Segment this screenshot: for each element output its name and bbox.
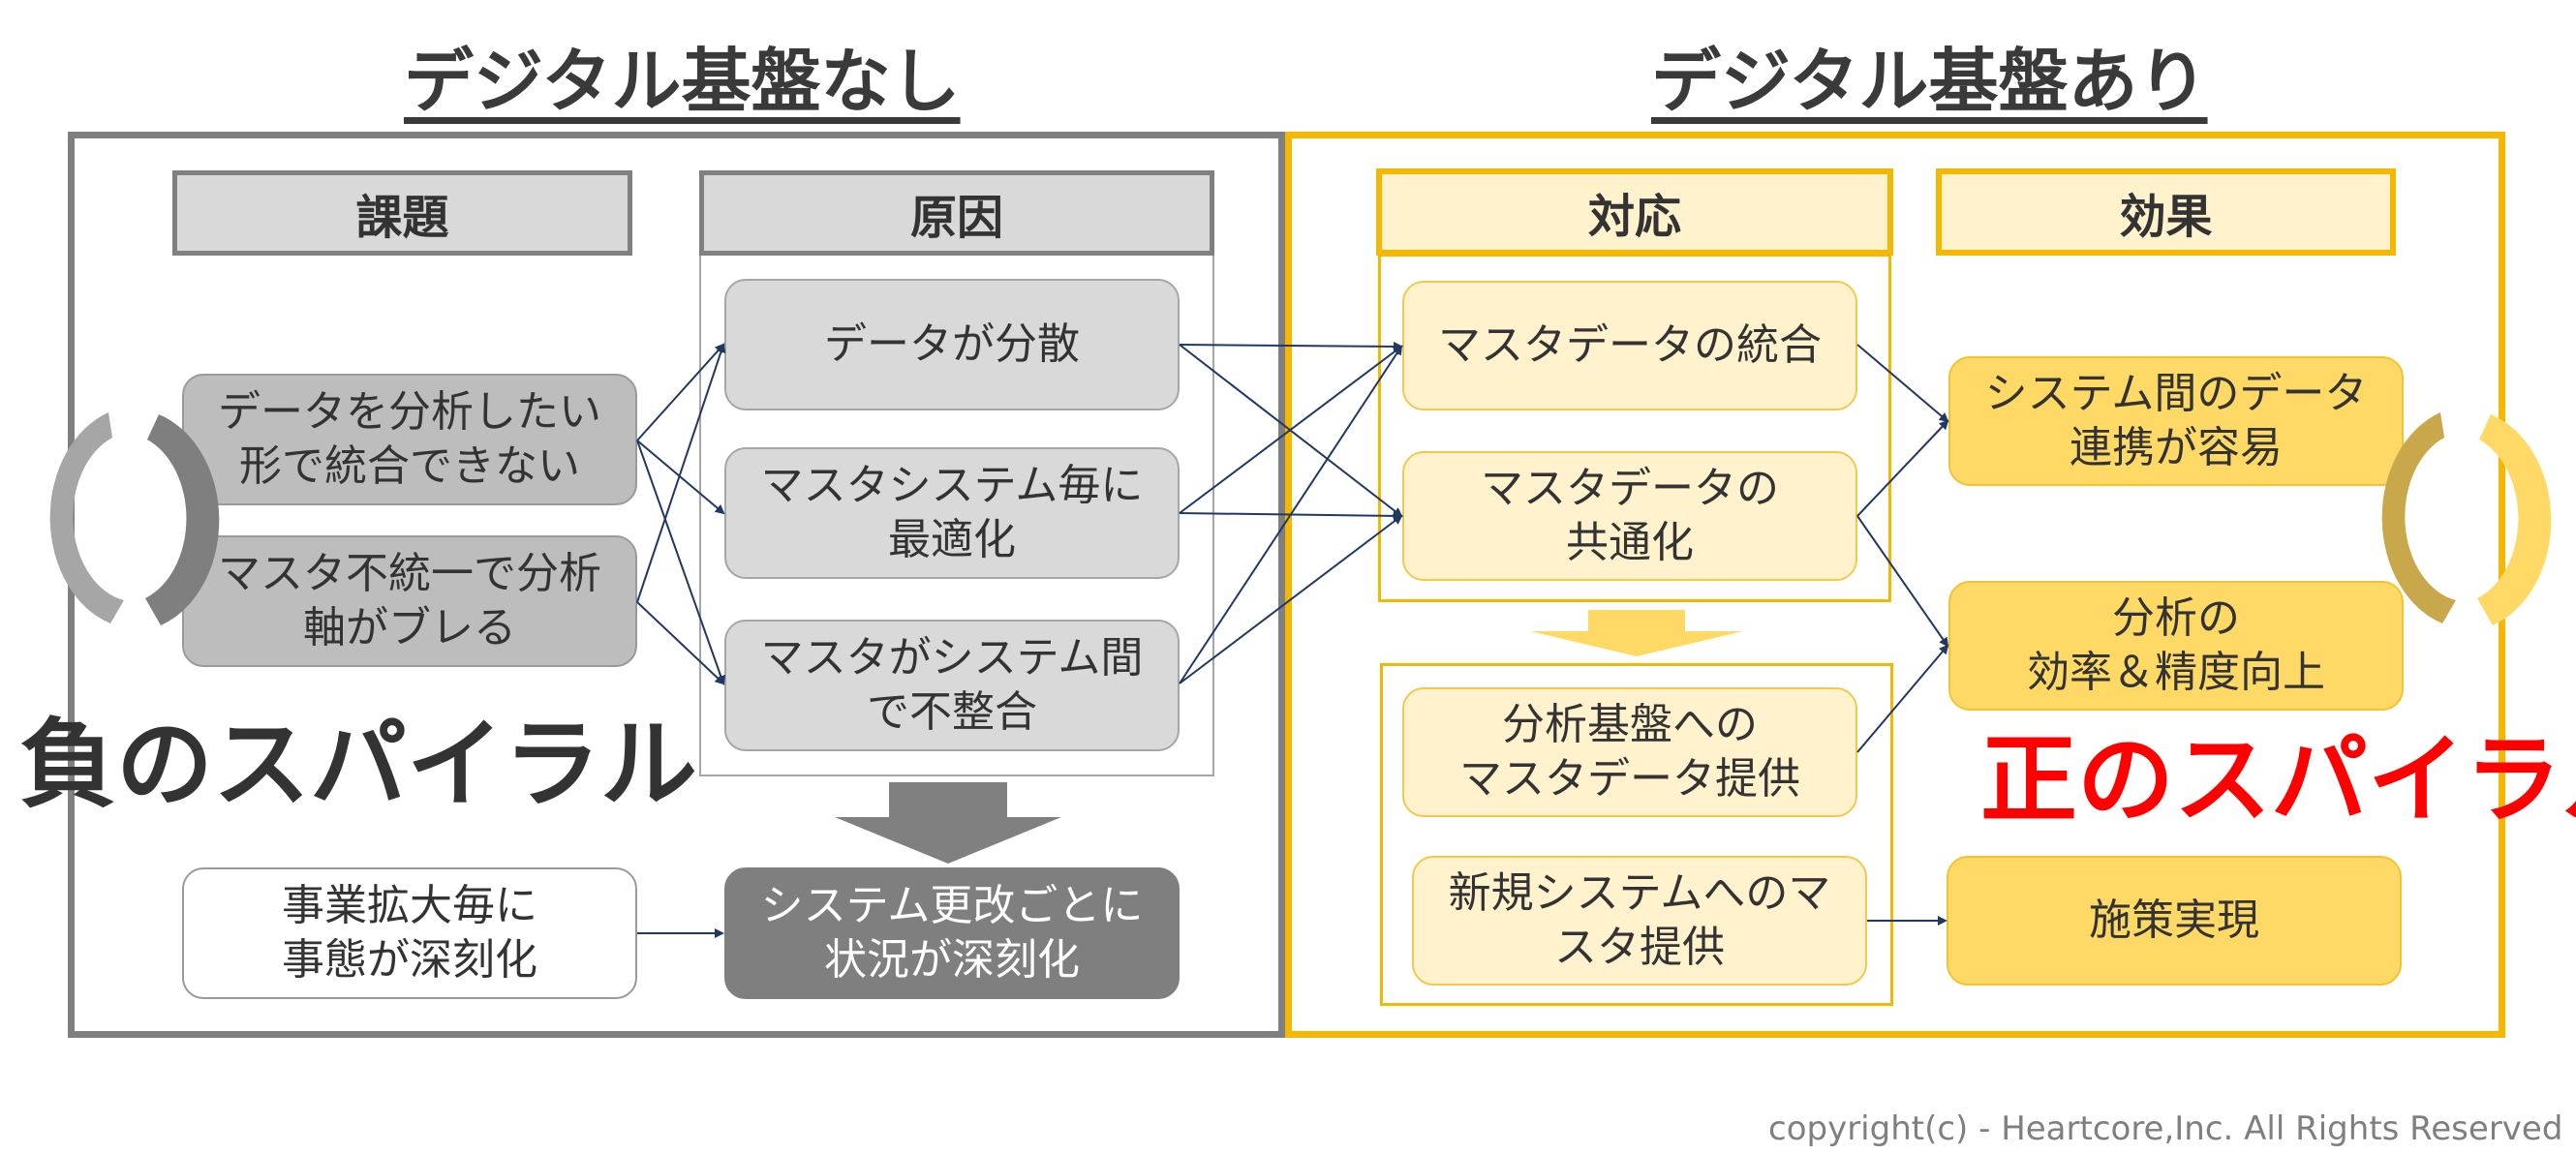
- connector-line: [636, 440, 725, 515]
- action-box-3: 分析基盤へのマスタデータ提供: [1402, 687, 1857, 817]
- issue-box-1: データを分析したい形で統合できない: [182, 374, 637, 505]
- cause-to-action-lines: [1179, 341, 1403, 684]
- negative-spiral-label: 負のスパイラル: [19, 708, 697, 821]
- connector-line: [1856, 419, 1949, 517]
- cycle-arrows-icon: [49, 412, 220, 625]
- connector-line: [1179, 345, 1403, 514]
- header-actions: 対応: [1376, 168, 1893, 256]
- issue-box-2: マスタ不統一で分析軸がブレる: [182, 535, 637, 667]
- action-to-effect-lines: [1856, 344, 1949, 926]
- connector-line: [1856, 644, 1949, 753]
- issue-to-cause-lines: [636, 343, 726, 938]
- copyright-text: copyright(c) - Heartcore,Inc. All Rights…: [1768, 1109, 2563, 1148]
- effect-box-2: 分析の効率＆精度向上: [1948, 581, 2404, 711]
- connector-line: [1856, 515, 1949, 648]
- effect-box-3: 施策実現: [1947, 856, 2402, 986]
- connector-line: [1179, 514, 1403, 684]
- positive-spiral-label: 正のスパイラル: [1980, 723, 2576, 836]
- action-box-1: マスタデータの統合: [1402, 281, 1857, 410]
- effect-box-1: システム間のデータ連携が容易: [1948, 356, 2404, 486]
- action-box-4: 新規システムへのマスタ提供: [1412, 856, 1867, 986]
- cause-box-3: マスタがシステム間で不整合: [724, 620, 1180, 751]
- down-arrow-icon: [835, 782, 1061, 864]
- header-causes: 原因: [699, 170, 1214, 256]
- header-effects: 効果: [1936, 168, 2396, 256]
- down-arrow-icon: [1530, 610, 1743, 656]
- connector-line: [636, 601, 725, 685]
- connector-line: [1856, 344, 1949, 423]
- cycle-arrows-icon: [2381, 412, 2552, 625]
- actions-lower-frame: [1380, 663, 1893, 1006]
- bottom-cause-box: システム更改ごとに状況が深刻化: [724, 867, 1180, 999]
- cause-box-1: データが分散: [724, 279, 1180, 410]
- left-title: デジタル基盤なし: [404, 41, 961, 122]
- connector-line: [636, 440, 726, 685]
- connector-line: [636, 343, 725, 441]
- connector-line: [636, 343, 726, 603]
- connector-line: [1179, 345, 1403, 684]
- cause-box-2: マスタシステム毎に最適化: [724, 447, 1180, 579]
- connector-line: [1179, 341, 1403, 351]
- right-title: デジタル基盤あり: [1651, 41, 2208, 122]
- header-issues: 課題: [172, 170, 632, 256]
- bottom-issue-box: 事業拡大毎に事態が深刻化: [182, 867, 637, 999]
- action-box-2: マスタデータの共通化: [1402, 451, 1857, 581]
